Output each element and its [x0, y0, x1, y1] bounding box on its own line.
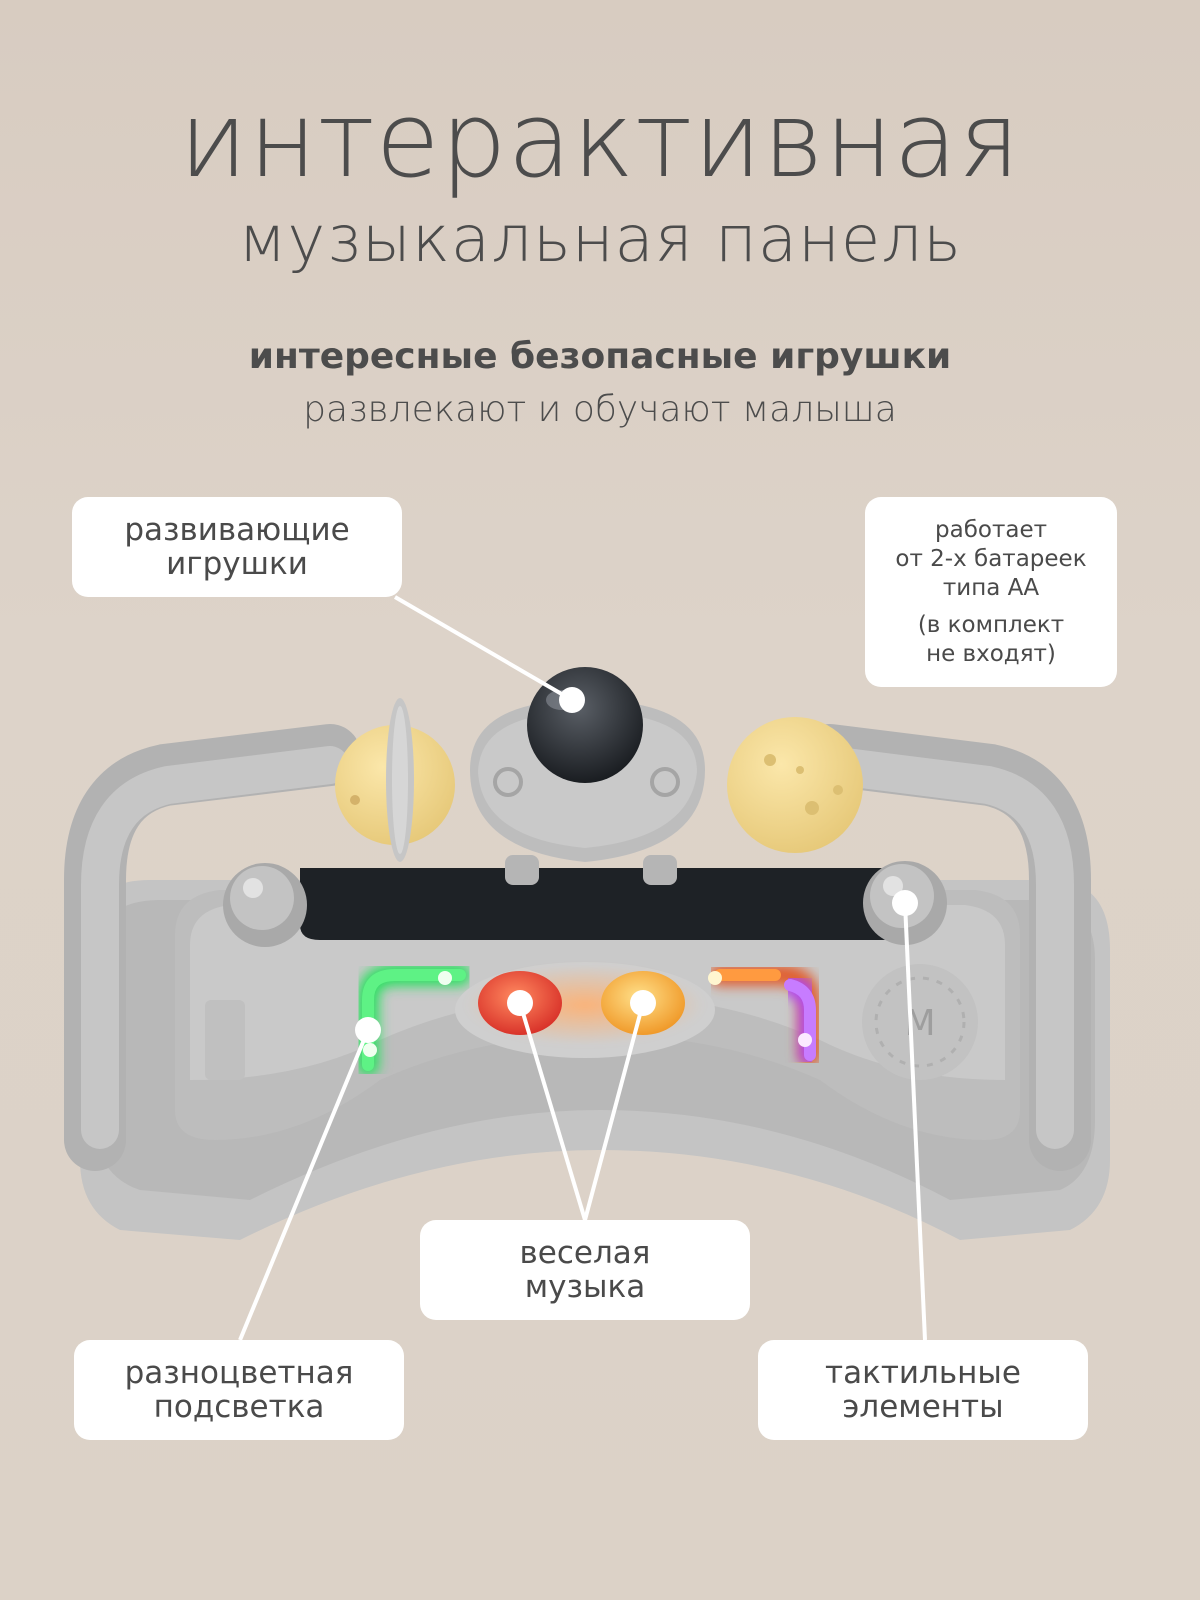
grey-knob-right: [863, 861, 947, 945]
callout-tactile-line1: тактильные: [825, 1355, 1021, 1391]
pointer-dot-orange-button: [630, 990, 656, 1016]
svg-text:M: M: [904, 1003, 935, 1044]
panel-base: [80, 880, 1110, 1240]
rail-track: [300, 868, 900, 940]
grey-knob-left: [223, 863, 307, 947]
led-strip: [357, 964, 821, 1076]
callout-toys-line1: развивающие: [124, 512, 350, 548]
ufo-toy: [470, 667, 705, 885]
callout-fun-music: веселая музыка: [420, 1220, 750, 1320]
callout-battery-note2: не входят): [926, 640, 1056, 667]
callout-tactile-elements: тактильные элементы: [758, 1340, 1088, 1440]
pointer-dot-tactile: [892, 890, 918, 916]
page-title: интерактивная: [179, 79, 1021, 201]
callout-lights-line2: подсветка: [153, 1389, 325, 1425]
subheadline-bold: интересные безопасные игрушки: [248, 336, 952, 377]
handle-arches: [64, 724, 1091, 1171]
pointer-dots: [355, 687, 918, 1043]
pointer-dot-toys: [559, 687, 585, 713]
callout-battery-note1: (в комплект: [917, 611, 1065, 638]
pointer-dot-light: [355, 1017, 381, 1043]
yellow-planet-left: [335, 698, 455, 862]
left-emboss: [205, 1000, 245, 1080]
callout-educational-toys: развивающие игрушки: [72, 497, 402, 597]
callout-battery-line1: работает: [935, 516, 1047, 543]
pointer-dot-red-button: [507, 990, 533, 1016]
callout-battery-line2: от 2-х батареек: [895, 545, 1087, 572]
callout-lights-line1: разноцветная: [124, 1355, 354, 1391]
callout-battery-info: работает от 2-х батареек типа АА (в комп…: [865, 497, 1117, 687]
callout-tactile-line2: элементы: [842, 1389, 1004, 1425]
subheadline: развлекают и обучают малыша: [303, 389, 897, 430]
page-title-second-line: музыкальная панель: [238, 203, 962, 277]
callout-colorful-lights: разноцветная подсветка: [74, 1340, 404, 1440]
tactile-dial: M: [862, 964, 978, 1080]
callout-music-line2: музыка: [524, 1269, 646, 1305]
callout-toys-line2: игрушки: [166, 546, 308, 582]
yellow-planet-right: [727, 717, 863, 853]
music-buttons: [455, 962, 715, 1058]
callout-battery-line3: типа АА: [942, 574, 1040, 601]
callout-music-line1: веселая: [519, 1235, 651, 1271]
